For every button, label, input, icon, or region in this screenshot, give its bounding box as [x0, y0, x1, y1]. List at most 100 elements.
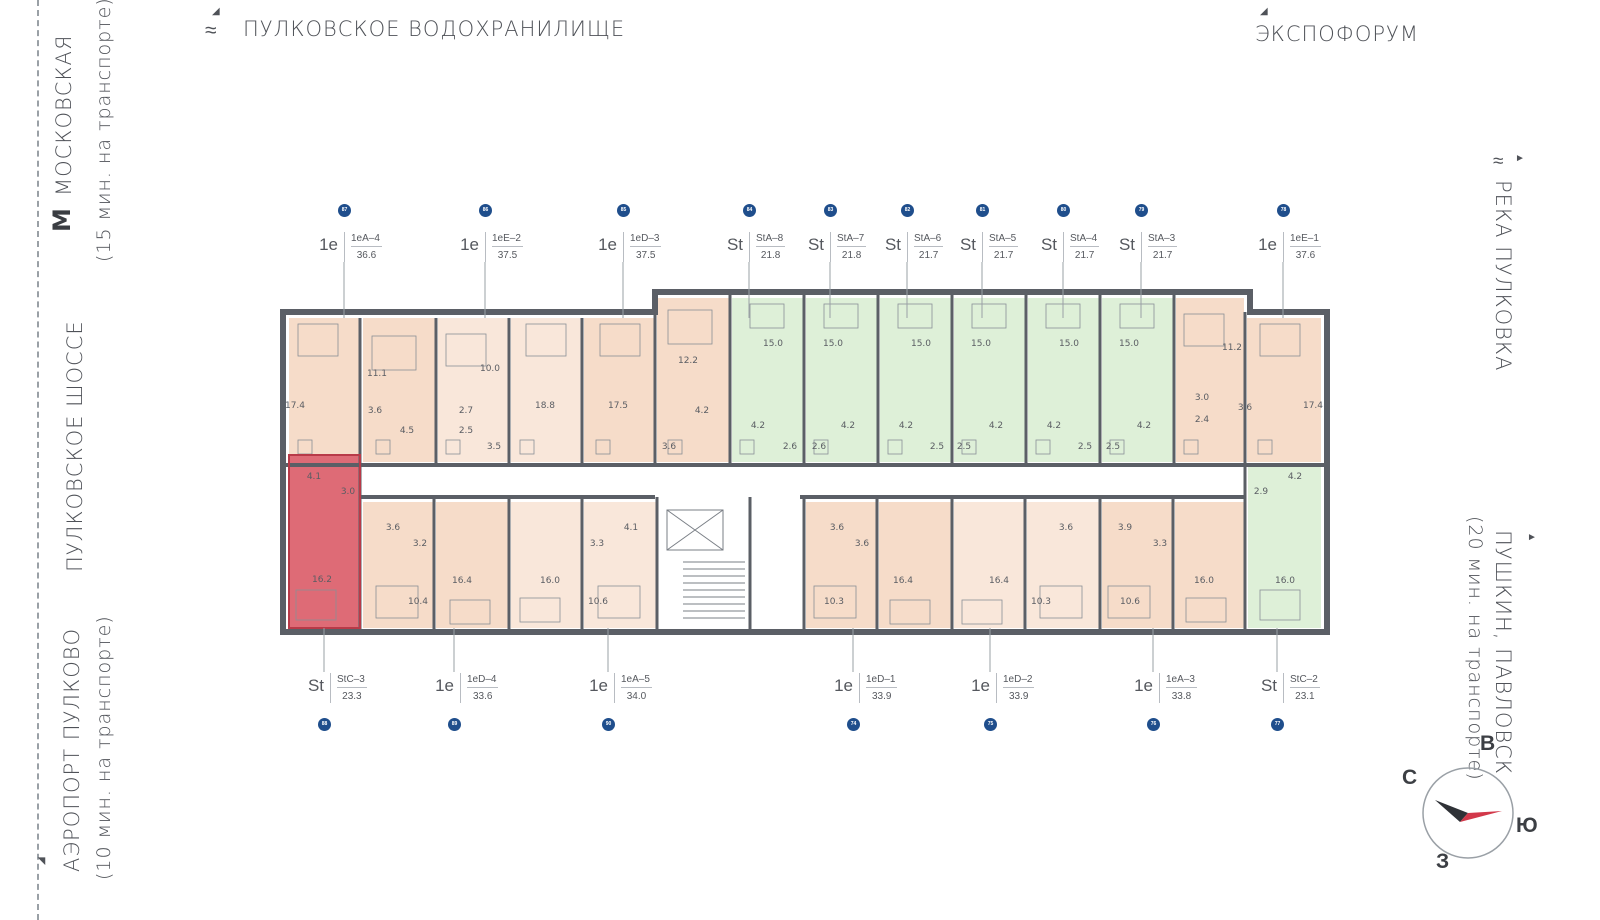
- room-area-u74-3: 16.4: [893, 576, 913, 586]
- apartment-75b-shape[interactable]: [1027, 502, 1099, 628]
- apartment-74b-shape[interactable]: [879, 502, 951, 628]
- room-area-u87-0: 17.4: [285, 401, 305, 411]
- apartment-code: StA–3: [1148, 232, 1178, 247]
- room-area-u85a-1: 3.5: [487, 442, 501, 452]
- apartment-83-shape[interactable]: [806, 298, 877, 462]
- apartment-pin-75[interactable]: 75: [984, 718, 997, 731]
- apartment-pin-77[interactable]: 77: [1271, 718, 1284, 731]
- apartment-pin-76[interactable]: 76: [1147, 718, 1160, 731]
- apartment-74a-shape[interactable]: [806, 502, 876, 628]
- room-area-u78a-3: 3.6: [1238, 403, 1253, 413]
- leader-lines: [323, 262, 1284, 672]
- apartment-type: 1e: [971, 676, 990, 695]
- room-area-u82-0: 15.0: [911, 339, 931, 349]
- apartment-89a-shape[interactable]: [363, 502, 433, 628]
- apartment-type: St: [726, 235, 743, 254]
- apartment-85a-shape[interactable]: [511, 318, 581, 462]
- apartment-area: 33.8: [1171, 691, 1192, 702]
- apartment-82-shape[interactable]: [880, 298, 951, 462]
- apartment-pin-85[interactable]: 85: [617, 204, 630, 217]
- apartment-type: 1e: [435, 676, 454, 695]
- apartment-85b-shape[interactable]: [584, 318, 654, 462]
- apartment-type: St: [1118, 235, 1135, 254]
- apartment-90a-shape[interactable]: [511, 502, 581, 628]
- room-area-u89-2: 10.4: [408, 597, 428, 607]
- apartment-76a-shape[interactable]: [1102, 502, 1172, 628]
- apartment-code: StC–2: [1290, 673, 1320, 688]
- apartment-pin-82[interactable]: 82: [901, 204, 914, 217]
- apartment-86a-shape[interactable]: [363, 318, 435, 462]
- room-area-u78a-1: 3.0: [1195, 393, 1210, 403]
- apartment-75a-shape[interactable]: [954, 502, 1024, 628]
- apartment-81-shape[interactable]: [954, 298, 1025, 462]
- apartment-pin-88[interactable]: 88: [318, 718, 331, 731]
- apartment-type: St: [807, 235, 824, 254]
- room-area-u75-2: 10.3: [1031, 597, 1051, 607]
- apartment-80-shape[interactable]: [1028, 298, 1099, 462]
- apartment-pin-79[interactable]: 79: [1135, 204, 1148, 217]
- apartment-code: 1eD–1: [866, 673, 898, 688]
- apartment-pin-87[interactable]: 87: [338, 204, 351, 217]
- apartment-79-shape[interactable]: [1102, 298, 1173, 462]
- apartment-78a-shape[interactable]: [1176, 298, 1244, 462]
- apartment-pin-80[interactable]: 80: [1057, 204, 1070, 217]
- room-area-u76-3: 16.0: [1194, 576, 1214, 586]
- apartment-pin-89[interactable]: 89: [448, 718, 461, 731]
- apartment-76b-shape[interactable]: [1175, 502, 1245, 628]
- apartment-pin-86[interactable]: 86: [479, 204, 492, 217]
- room-area-u78a-2: 2.4: [1195, 415, 1210, 425]
- room-area-u89-0: 3.6: [386, 523, 401, 533]
- room-area-u80-1: 4.2: [1047, 421, 1061, 431]
- apartment-area: 21.7: [993, 250, 1014, 261]
- apartment-type: 1e: [460, 235, 479, 254]
- apartment-85c-shape[interactable]: [657, 298, 729, 462]
- apartment-pin-83[interactable]: 83: [824, 204, 837, 217]
- apartment-code: StA–6: [914, 232, 944, 247]
- apartment-78b-shape[interactable]: [1247, 318, 1321, 462]
- room-area-u86b-1: 2.7: [459, 406, 473, 416]
- apartment-84-shape[interactable]: [732, 298, 803, 462]
- apartment-87-shape[interactable]: [289, 318, 360, 462]
- apartment-area: 37.6: [1295, 250, 1316, 261]
- apartment-code: StA–7: [837, 232, 867, 247]
- apartment-pin-84[interactable]: 84: [743, 204, 756, 217]
- apartment-type: 1e: [834, 676, 853, 695]
- apartment-area: 36.6: [356, 250, 377, 261]
- apartment-code: 1eA–5: [621, 673, 652, 688]
- room-area-u85b-0: 17.5: [608, 401, 628, 411]
- reservoir-label: ПУЛКОВСКОЕ ВОДОХРАНИЛИЩЕ: [243, 17, 626, 41]
- apartment-pin-74[interactable]: 74: [847, 718, 860, 731]
- apartment-pin-81[interactable]: 81: [976, 204, 989, 217]
- apartment-86b-shape[interactable]: [438, 318, 508, 462]
- room-area-u87-1: 3.6: [368, 406, 383, 416]
- apartment-pin-90[interactable]: 90: [602, 718, 615, 731]
- apartment-89b-shape[interactable]: [436, 502, 508, 628]
- apartment-code: 1eD–4: [467, 673, 499, 688]
- apartment-90b-shape[interactable]: [584, 502, 656, 628]
- apartment-area: 21.7: [918, 250, 939, 261]
- direction-arrow-icon: ◢: [212, 6, 221, 17]
- apartment-pin-78[interactable]: 78: [1277, 204, 1290, 217]
- room-area-u79-0: 15.0: [1119, 339, 1139, 349]
- apartment-88-shape[interactable]: [289, 455, 360, 628]
